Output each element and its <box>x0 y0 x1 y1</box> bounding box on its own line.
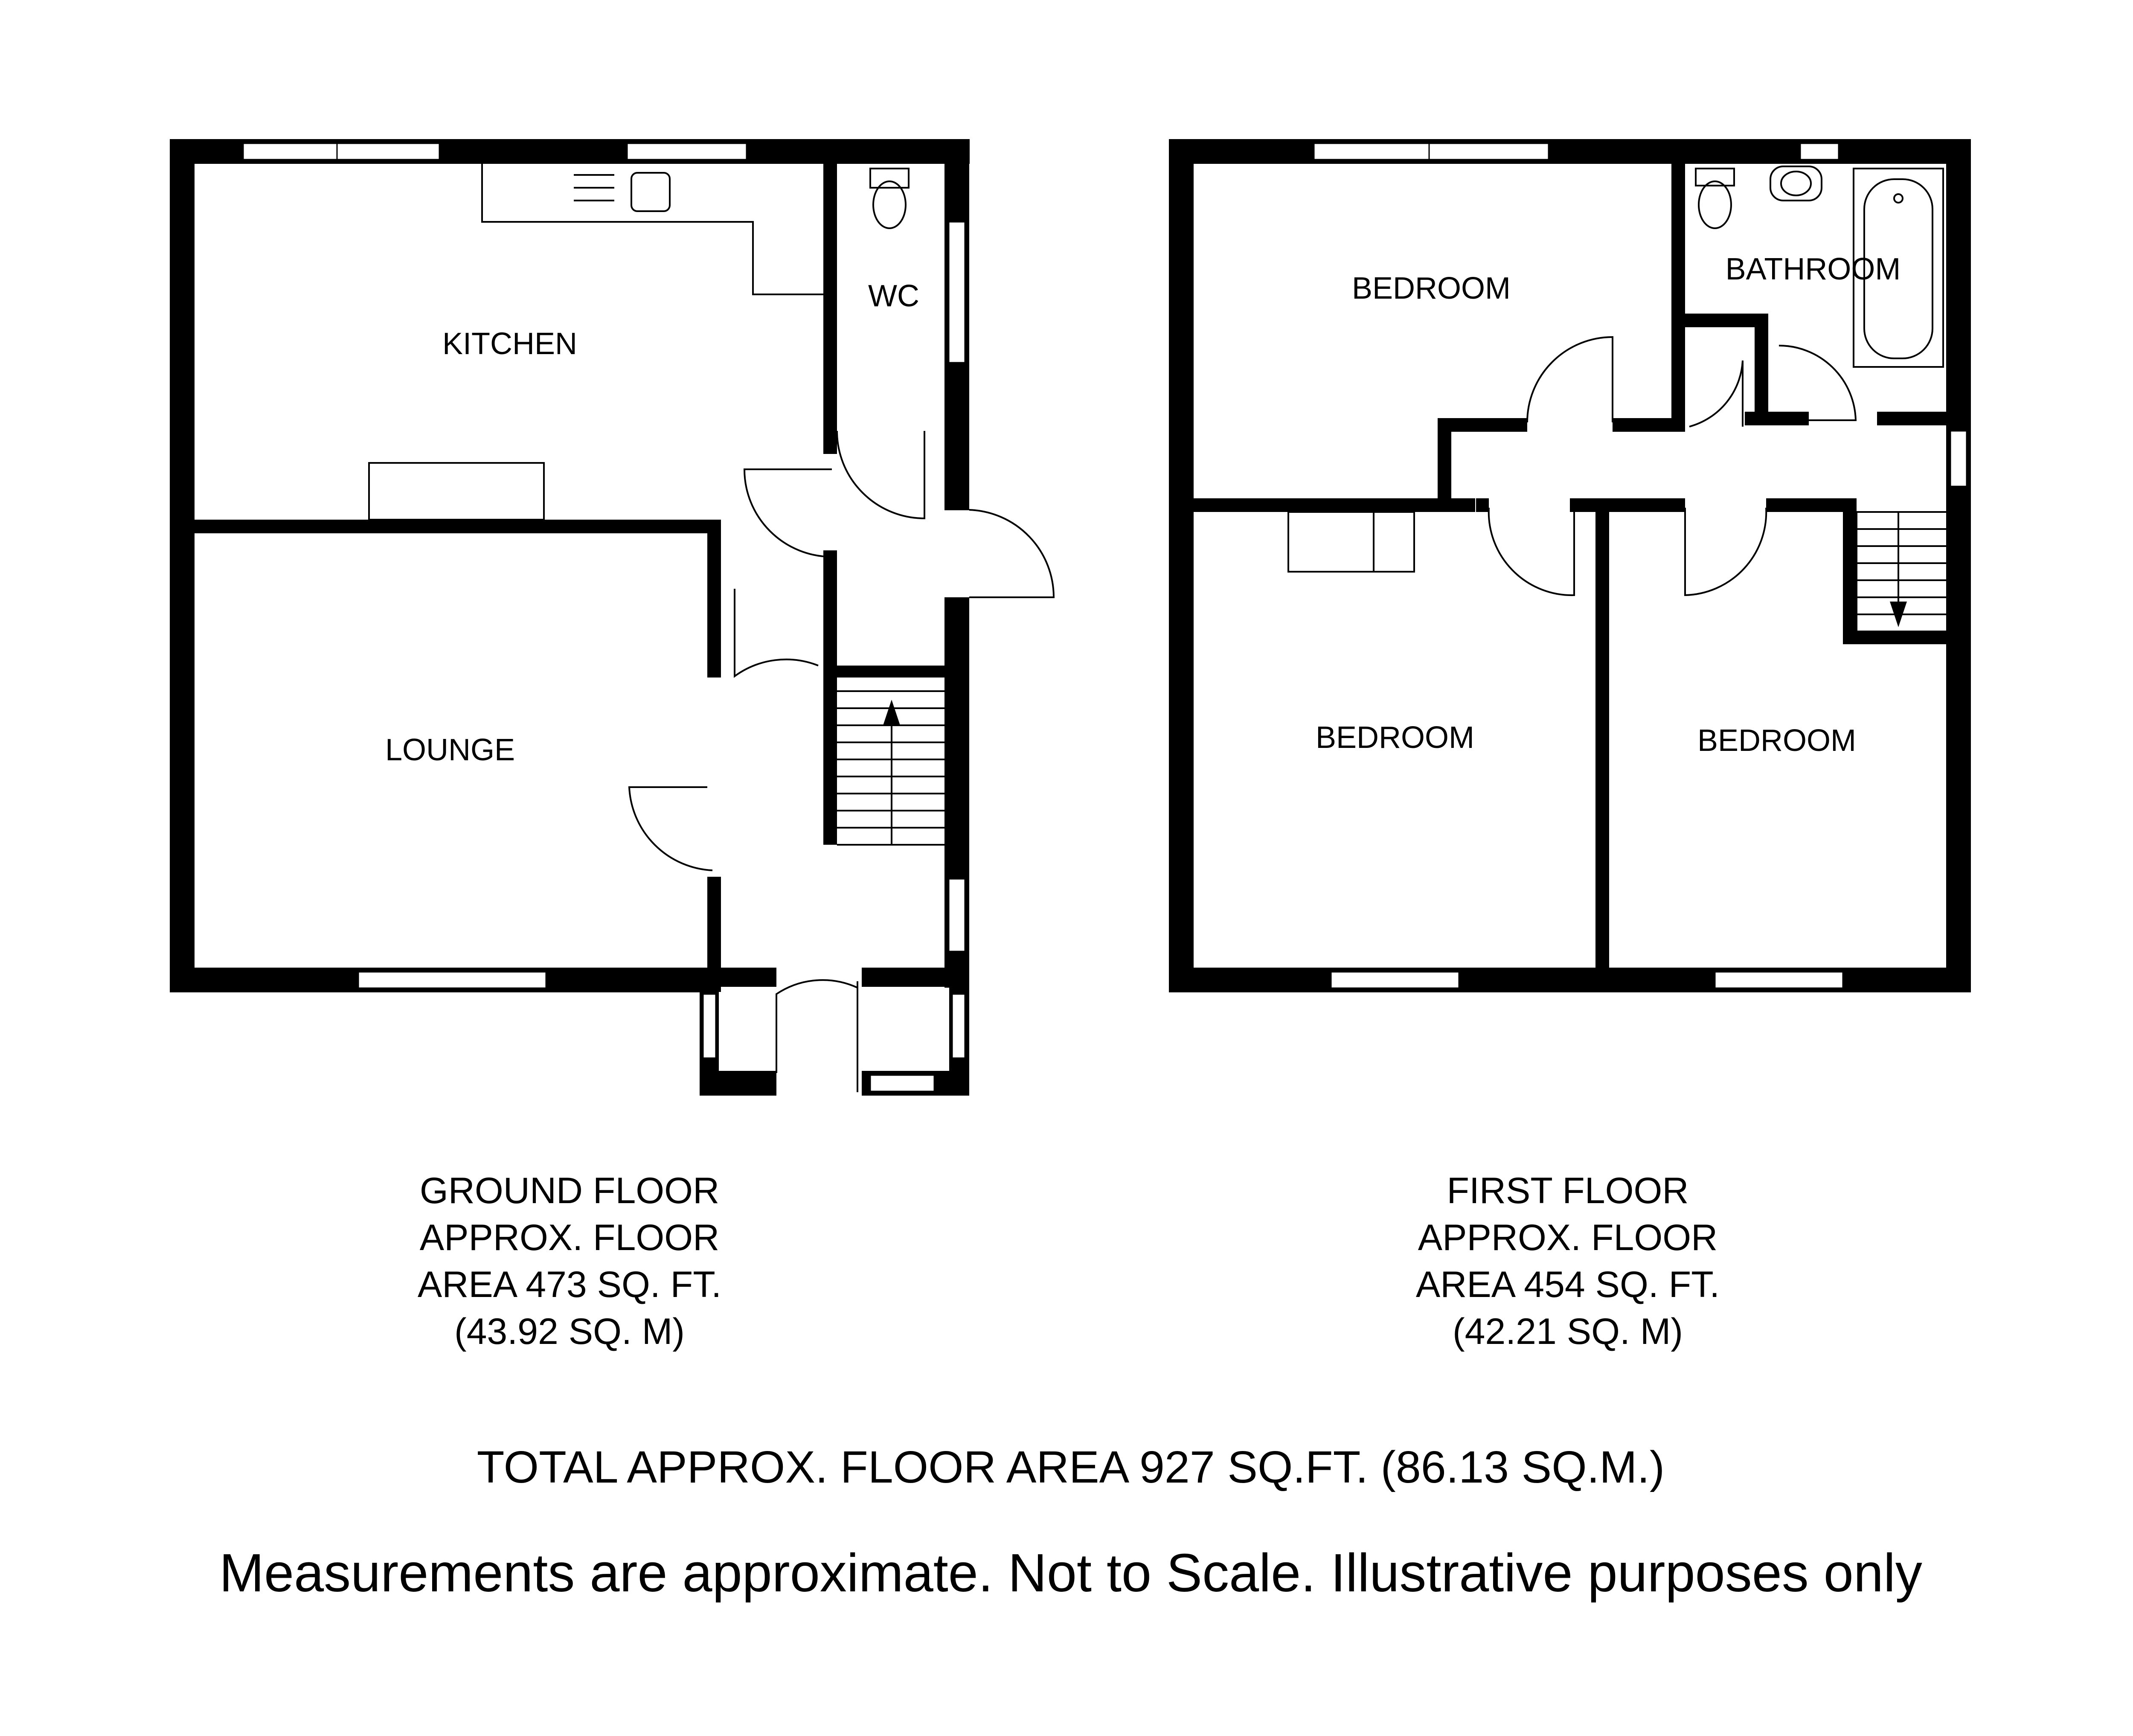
room-label-wc: WC <box>868 279 919 313</box>
ground-floor-caption-line: AREA 473 SQ. FT. <box>418 1264 721 1305</box>
ground-floor-caption-line: APPROX. FLOOR <box>420 1217 720 1258</box>
first-floor-caption: FIRST FLOOR APPROX. FLOOR AREA 454 SQ. F… <box>1416 1170 1720 1352</box>
room-label-bedroom-3: BEDROOM <box>1697 724 1856 758</box>
first-floor-caption-line: FIRST FLOOR <box>1447 1170 1688 1211</box>
total-floor-area: TOTAL APPROX. FLOOR AREA 927 SQ.FT. (86.… <box>477 1442 1665 1492</box>
ground-floor-caption: GROUND FLOOR APPROX. FLOOR AREA 473 SQ. … <box>418 1170 721 1352</box>
room-label-bedroom-1: BEDROOM <box>1352 271 1511 305</box>
room-label-kitchen: KITCHEN <box>442 327 577 361</box>
first-floor-caption-line: AREA 454 SQ. FT. <box>1416 1264 1720 1305</box>
first-floor-plan <box>1169 139 1971 992</box>
ground-floor-caption-line: (43.92 SQ. M) <box>454 1311 685 1352</box>
ground-floor-plan <box>170 139 1055 1096</box>
disclaimer: Measurements are approximate. Not to Sca… <box>219 1543 1922 1603</box>
room-label-lounge: LOUNGE <box>385 733 515 767</box>
room-label-bathroom: BATHROOM <box>1726 252 1901 286</box>
room-label-bedroom-2: BEDROOM <box>1316 721 1474 755</box>
first-floor-caption-line: APPROX. FLOOR <box>1418 1217 1718 1258</box>
ground-floor-caption-line: GROUND FLOOR <box>420 1170 719 1211</box>
first-floor-caption-line: (42.21 SQ. M) <box>1453 1311 1683 1352</box>
